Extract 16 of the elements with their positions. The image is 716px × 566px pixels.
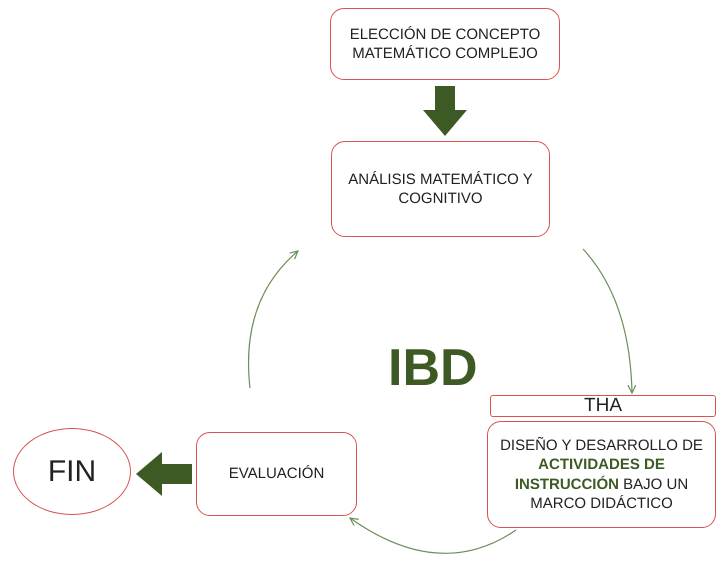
node-label: ELECCIÓN DE CONCEPTO MATEMÁTICO COMPLEJO: [348, 24, 542, 64]
node-label: EVALUACIÓN: [228, 464, 324, 484]
center-label: IBD: [388, 338, 478, 398]
node-label: ANÁLISIS MATEMÁTICO Y COGNITIVO: [347, 170, 534, 208]
curved-arrow: [248, 250, 299, 388]
curved-arrow: [349, 517, 516, 554]
process-box: [330, 8, 560, 80]
node-label: THA: [584, 394, 622, 418]
block-arrow: [423, 86, 467, 136]
node-label: DISEÑO Y DESARROLLO DE ACTIVIDADES DE INSTRUCCIÓN BAJO UN MARCO DIDÁCTICO: [499, 436, 704, 514]
node-label: FIN: [48, 454, 96, 490]
process-box: [196, 432, 357, 516]
title-bar: [490, 395, 716, 417]
process-box: [487, 421, 716, 528]
curved-arrow: [582, 248, 636, 394]
process-box: [331, 141, 550, 237]
